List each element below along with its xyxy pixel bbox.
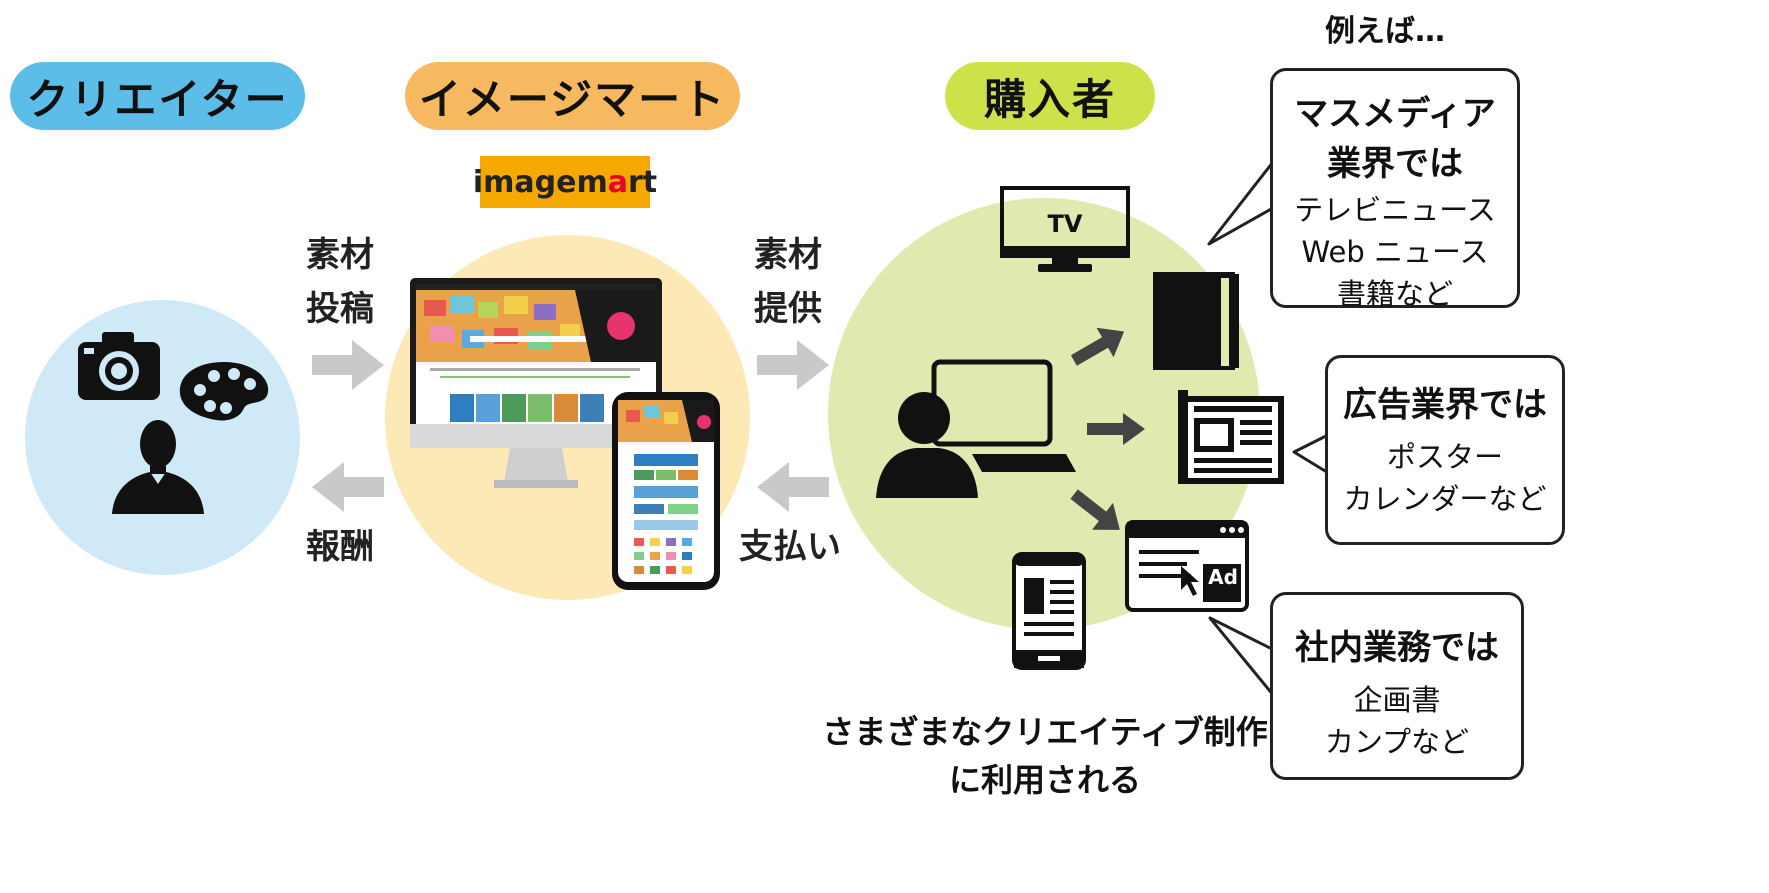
imagemart-pill: イメージマート [405, 62, 740, 130]
bubble-mass-media: マスメディア 業界では テレビニュース Web ニュース 書籍など [1270, 68, 1520, 311]
usage-caption: さまざまなクリエイティブ制作 に利用される [822, 713, 1268, 799]
bubble-tail-mass-media [1207, 160, 1277, 246]
arrow-to-newspaper [1087, 413, 1145, 445]
book-icon [1153, 272, 1239, 370]
provide-arrow [757, 340, 829, 390]
camera-icon [78, 332, 160, 400]
newspaper-icon [1178, 390, 1284, 484]
ad-label: Ad [1208, 565, 1238, 589]
upload-label: 素材 投稿 [306, 235, 374, 329]
computer-user-icon [876, 359, 1076, 498]
creator-title: クリエイター [26, 74, 289, 124]
bubble-tail-internal [1208, 616, 1278, 700]
tv-label: TV [1047, 210, 1083, 238]
palette-icon [179, 362, 269, 421]
creator-pill: クリエイター [10, 62, 305, 130]
provide-label: 素材 提供 [754, 235, 822, 329]
imagemart-title: イメージマート [418, 74, 727, 124]
arrow-to-web-ad [1070, 489, 1120, 530]
desktop-monitor-icon [410, 278, 662, 488]
payment-arrow [757, 462, 829, 512]
upload-arrow [312, 340, 384, 390]
example-header: 例えば… [1325, 14, 1445, 49]
person-icon [112, 420, 204, 514]
arrow-to-book [1070, 327, 1125, 366]
reward-label: 報酬 [306, 527, 374, 567]
smartphone-icon [612, 392, 720, 590]
bubble-advertising: 広告業界では ポスター カレンダーなど [1325, 355, 1565, 545]
payment-label: 支払い [739, 527, 841, 567]
bubble-internal: 社内業務では 企画書 カンプなど [1270, 592, 1524, 780]
tablet-icon [1012, 552, 1086, 670]
web-ad-icon [1125, 520, 1249, 612]
tv-icon [1000, 186, 1130, 272]
buyer-pill: 購入者 [945, 62, 1155, 130]
buyer-title: 購入者 [983, 74, 1116, 124]
reward-arrow [312, 462, 384, 512]
